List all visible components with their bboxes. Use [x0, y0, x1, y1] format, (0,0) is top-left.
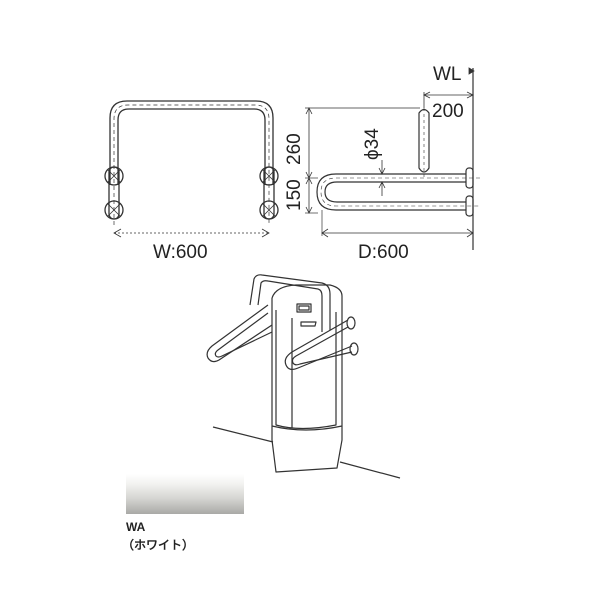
color-swatch-white — [126, 474, 244, 514]
offset-200-label: 200 — [432, 101, 464, 122]
color-code: WA — [126, 520, 146, 534]
depth-label: D:600 — [358, 242, 409, 263]
wall-line-label: WL — [433, 64, 462, 85]
height-260-label: 260 — [284, 133, 305, 165]
width-label: W:600 — [153, 242, 208, 263]
color-name: （ホワイト） — [122, 538, 195, 552]
diameter-label: ϕ34 — [362, 128, 383, 160]
height-150-label: 150 — [284, 179, 305, 211]
